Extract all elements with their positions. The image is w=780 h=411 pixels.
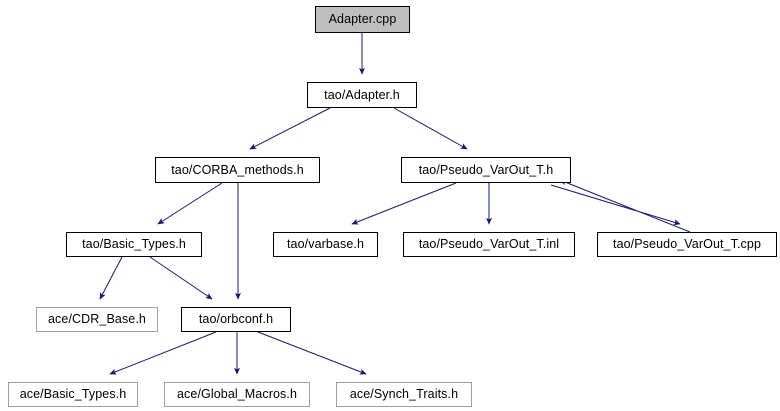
graph-node-tao-varbase-h[interactable]: tao/varbase.h	[273, 232, 378, 257]
graph-node-tao-pseudo-varout-inl[interactable]: tao/Pseudo_VarOut_T.inl	[403, 232, 575, 257]
graph-node-label: ace/Synch_Traits.h	[349, 387, 459, 402]
dependency-edge	[559, 179, 691, 233]
dependency-edge	[157, 182, 223, 225]
dependency-edge	[257, 331, 367, 375]
graph-node-label: ace/CDR_Base.h	[48, 312, 146, 327]
graph-node-label: tao/Adapter.h	[324, 87, 400, 102]
graph-node-tao-basic-types-h[interactable]: tao/Basic_Types.h	[66, 232, 202, 257]
dependency-edge	[550, 184, 681, 226]
graph-node-label: tao/CORBA_methods.h	[171, 162, 304, 177]
graph-node-tao-corba-methods-h[interactable]: tao/CORBA_methods.h	[155, 157, 320, 183]
graph-node-label: tao/varbase.h	[286, 237, 365, 252]
graph-node-label: ace/Basic_Types.h	[19, 387, 127, 402]
graph-node-ace-synch-traits-h[interactable]: ace/Synch_Traits.h	[336, 382, 472, 407]
graph-node-tao-orbconf-h[interactable]: tao/orbconf.h	[181, 307, 291, 332]
graph-node-label: Adapter.cpp	[328, 12, 397, 27]
graph-node-label: ace/Global_Macros.h	[176, 387, 297, 402]
graph-node-ace-global-macros-h[interactable]: ace/Global_Macros.h	[164, 382, 310, 407]
dependency-edge	[109, 331, 217, 375]
dependency-edge	[149, 256, 213, 300]
graph-node-adapter-cpp[interactable]: Adapter.cpp	[315, 6, 410, 33]
graph-node-tao-pseudo-varout-cpp[interactable]: tao/Pseudo_VarOut_T.cpp	[597, 232, 777, 257]
dependency-edge	[351, 182, 457, 225]
dependency-edge	[249, 107, 331, 150]
graph-node-label: tao/Pseudo_VarOut_T.cpp	[613, 237, 761, 252]
graph-node-label: tao/Pseudo_VarOut_T.h	[418, 162, 554, 177]
graph-node-ace-basic-types-h[interactable]: ace/Basic_Types.h	[8, 382, 138, 407]
graph-node-tao-adapter-h[interactable]: tao/Adapter.h	[307, 82, 417, 108]
dependency-edge	[393, 107, 468, 150]
graph-node-label: tao/orbconf.h	[198, 312, 274, 327]
dependency-edge	[99, 256, 123, 300]
graph-node-tao-pseudo-varout-h[interactable]: tao/Pseudo_VarOut_T.h	[401, 157, 571, 183]
graph-node-label: tao/Basic_Types.h	[82, 237, 186, 252]
graph-node-ace-cdr-base-h[interactable]: ace/CDR_Base.h	[36, 307, 158, 332]
graph-node-label: tao/Pseudo_VarOut_T.inl	[418, 237, 560, 252]
